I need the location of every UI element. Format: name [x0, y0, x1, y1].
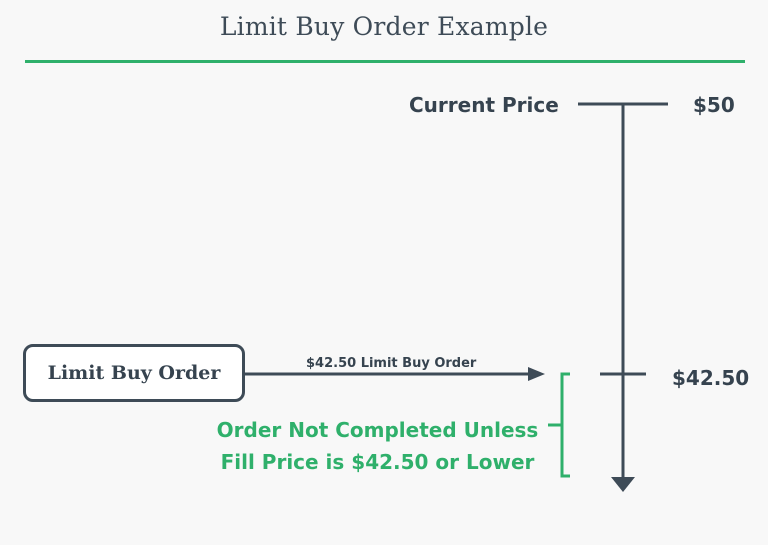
current-price-value: $50 [693, 93, 735, 117]
title-divider [25, 60, 745, 63]
note-line-2: Fill Price is $42.50 or Lower [220, 450, 535, 474]
arrow-right-icon [528, 367, 545, 381]
order-arrow-label: $42.50 Limit Buy Order [306, 356, 477, 371]
bracket-icon [560, 372, 570, 478]
diagram-title: Limit Buy Order Example [219, 12, 549, 41]
current-price-label: Current Price [409, 93, 559, 117]
limit-buy-order-box: Limit Buy Order [23, 344, 245, 402]
limit-price-value: $42.50 [672, 366, 750, 390]
fill-condition-note: Order Not Completed Unless Fill Price is… [200, 414, 555, 478]
arrow-down-icon [611, 477, 635, 492]
note-line-1: Order Not Completed Unless [216, 418, 539, 442]
order-box-label: Limit Buy Order [47, 362, 221, 384]
